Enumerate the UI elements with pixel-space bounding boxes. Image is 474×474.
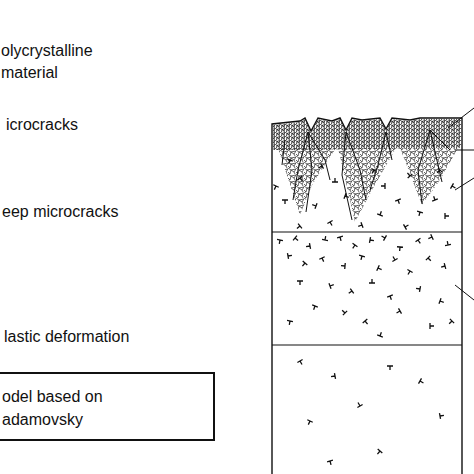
microcracks [282, 130, 450, 220]
leader-lines [448, 108, 474, 300]
crack-cone [400, 148, 458, 205]
zone-label: eep microcracks [2, 201, 202, 223]
box-text: odel based on adamovsky [0, 374, 127, 431]
dislocation-symbols [272, 159, 457, 466]
zone-boundary [272, 344, 462, 345]
caption-box: odel based on adamovsky [0, 372, 215, 441]
polycrystalline-zone [273, 119, 461, 150]
crack-cone [338, 148, 396, 222]
zone-label: olycrystalline material [1, 40, 121, 84]
zone-boundary [272, 231, 462, 232]
zone-label: icrocracks [6, 114, 206, 136]
specimen-outline [272, 118, 462, 474]
zone-label: lastic deformation [4, 326, 204, 348]
